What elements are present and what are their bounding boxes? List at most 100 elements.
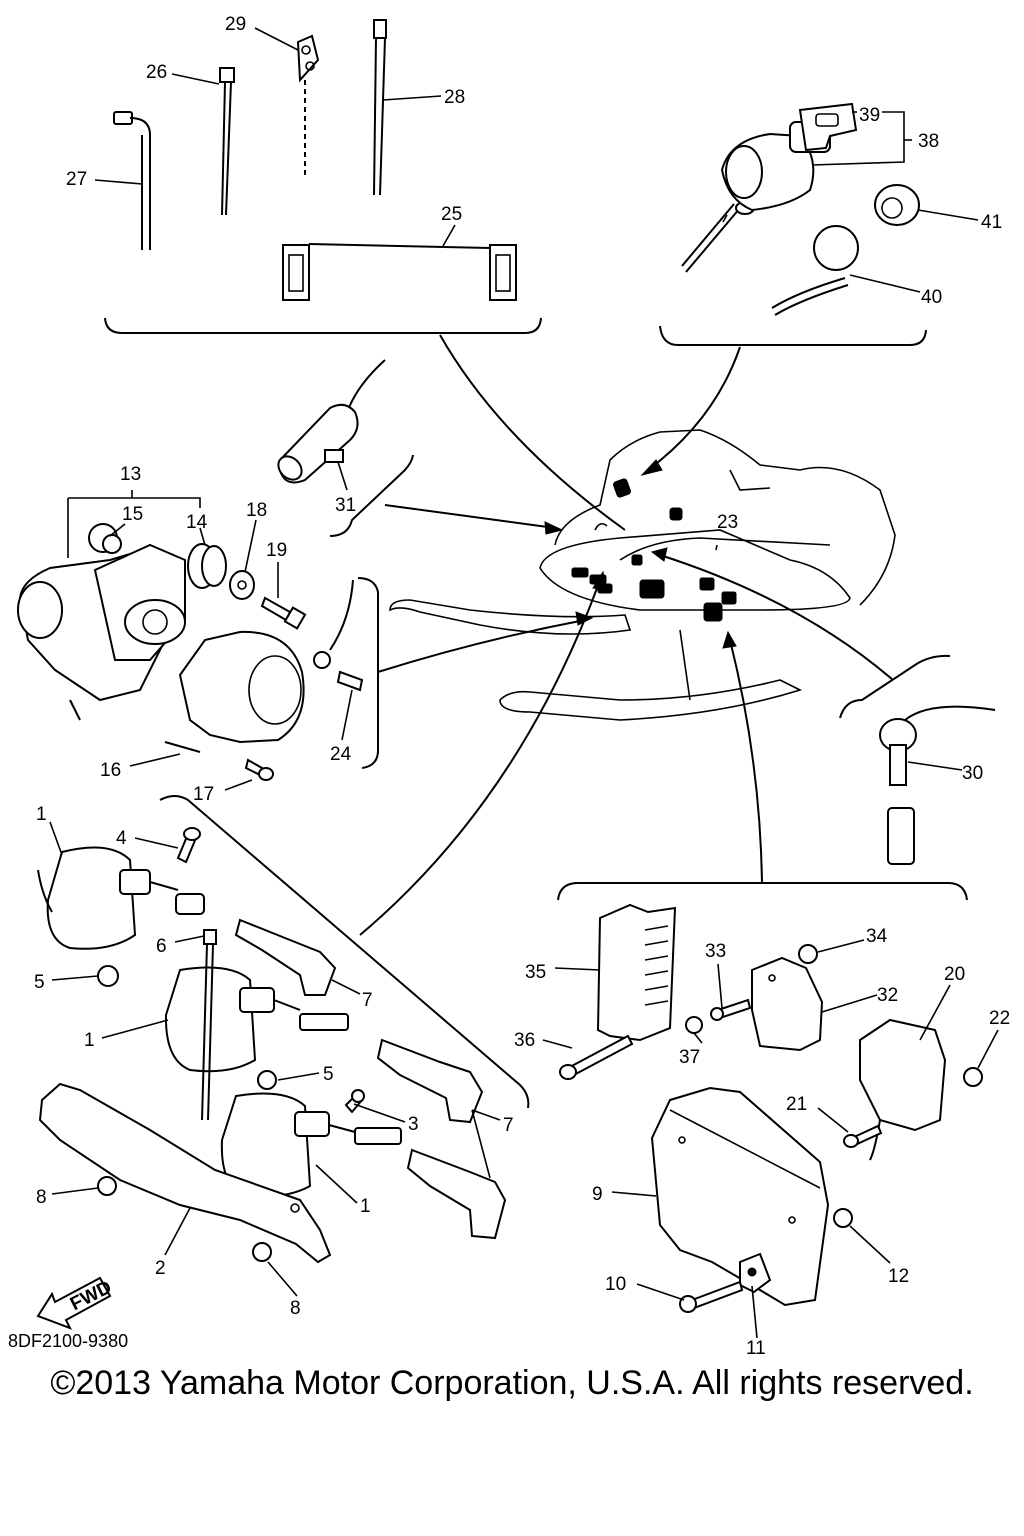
callout-15: 15	[122, 504, 143, 525]
callout-24: 24	[330, 744, 352, 765]
callout-1: 1	[360, 1196, 371, 1217]
part-24-ground-lead	[313, 579, 364, 692]
leader-ground-to-machine	[377, 619, 586, 673]
part-26-cable-tie	[219, 67, 235, 216]
part-31-capacitor	[277, 359, 386, 484]
callout-34: 34	[866, 926, 888, 947]
part-13-starter-motor	[17, 543, 186, 721]
callout-23: 23	[717, 512, 738, 533]
copyright-notice: ©2013 Yamaha Motor Corporation, U.S.A. A…	[50, 1364, 974, 1402]
callout-36: 36	[514, 1030, 535, 1051]
callout-5: 5	[323, 1064, 334, 1085]
callout-10: 10	[605, 1274, 626, 1295]
callout-17: 17	[193, 784, 214, 805]
bracket-ignition-coils	[159, 795, 530, 1109]
part-16-starter-motor-cover	[164, 630, 305, 753]
callout-4: 4	[116, 828, 127, 849]
part-5-collar-upper	[97, 965, 119, 987]
part-29-retainer-chain	[296, 34, 320, 175]
callout-39: 39	[859, 105, 880, 126]
callout-2: 2	[155, 1258, 166, 1279]
callout-9: 9	[592, 1184, 603, 1205]
callout-16: 16	[100, 760, 121, 781]
callout-30: 30	[962, 763, 983, 784]
part-2-coil-bracket	[38, 1082, 332, 1264]
callout-12: 12	[888, 1266, 909, 1287]
part-7-spark-plug-caps	[234, 918, 507, 1240]
part-10-bolt	[679, 1280, 744, 1313]
callout-13: 13	[120, 464, 141, 485]
part-8-nuts	[97, 1176, 272, 1262]
part-25-wire-connector	[282, 243, 517, 301]
fwd-arrow-icon: FWD	[36, 1276, 115, 1330]
callout-8: 8	[290, 1298, 301, 1319]
snowmobile-chassis	[389, 429, 896, 721]
bracket-ground-lead	[357, 577, 379, 769]
drawing-number: 8DF2100-9380	[8, 1331, 129, 1351]
leader-capacitor-to-machine	[384, 504, 556, 529]
callout-32: 32	[877, 985, 898, 1006]
leader-electronics-to-machine	[729, 639, 763, 883]
part-22-nut	[963, 1067, 983, 1087]
callout-37: 37	[679, 1047, 700, 1068]
callout-41: 41	[981, 212, 1002, 233]
part-37-nut	[685, 1016, 703, 1034]
leader-top-right-to-machine	[647, 346, 741, 471]
part-30-oil-level-sensor	[879, 705, 996, 865]
part-34-nut	[798, 944, 818, 964]
callout-35: 35	[525, 962, 546, 983]
callout-11: 11	[746, 1338, 766, 1359]
callout-40: 40	[921, 287, 942, 308]
callout-21: 21	[786, 1094, 807, 1115]
callout-7: 7	[503, 1115, 514, 1136]
callout-31: 31	[335, 495, 356, 516]
part-39-key	[798, 102, 858, 152]
part-41-switch-bezel	[874, 184, 920, 226]
part-35-rectifier-regulator	[596, 903, 677, 1042]
part-17-screw	[244, 758, 274, 781]
callout-38: 38	[918, 131, 939, 152]
part-32-relay	[751, 956, 824, 1052]
callout-28: 28	[444, 87, 465, 108]
callout-14: 14	[186, 512, 208, 533]
callout-26: 26	[146, 62, 167, 83]
part-27-wire-harness-strap	[113, 111, 151, 250]
part-6-cable-tie	[201, 929, 217, 1121]
callout-5: 5	[34, 972, 45, 993]
part-14-rubber-damper	[187, 543, 227, 589]
callout-20: 20	[944, 964, 965, 985]
part-5-collar-lower	[257, 1070, 277, 1090]
part-21-bolt	[843, 1124, 883, 1148]
part-33-screw	[710, 998, 752, 1021]
callout-29: 29	[225, 14, 246, 35]
callout-3: 3	[408, 1114, 419, 1135]
part-9-cdi-unit	[650, 1086, 830, 1307]
bracket-top-right-group	[659, 325, 927, 346]
part-12-nut	[833, 1208, 853, 1228]
callout-1: 1	[84, 1030, 95, 1051]
callout-leaders	[49, 27, 999, 1339]
leader-oil-sensor-to-machine	[659, 554, 894, 681]
callout-33: 33	[705, 941, 726, 962]
part-15-bushing	[88, 523, 122, 554]
callout-1: 1	[36, 804, 47, 825]
part-3-bolt	[344, 1089, 365, 1114]
part-28-cable-tie	[373, 19, 387, 196]
leader-coils-to-machine	[359, 579, 601, 936]
callout-7: 7	[362, 990, 373, 1011]
part-18-washer	[229, 570, 255, 600]
callout-8: 8	[36, 1187, 47, 1208]
bracket-capacitor	[329, 454, 414, 537]
part-40-switch-knob	[771, 225, 859, 316]
bracket-oil-sensor	[839, 654, 951, 719]
callout-6: 6	[156, 936, 167, 957]
part-19-bolt	[260, 596, 307, 630]
callout-25: 25	[441, 204, 462, 225]
callout-labels: 1 1 1 2 3 4 5 5 6 7 7 8 8 9 10 11 12 13 …	[34, 14, 1010, 1359]
part-4-bolt	[176, 827, 201, 864]
callout-27: 27	[66, 169, 87, 190]
leader-top-left-to-machine	[439, 334, 626, 531]
part-36-bolt	[559, 1034, 634, 1080]
bracket-bottom-right-group	[557, 882, 968, 901]
